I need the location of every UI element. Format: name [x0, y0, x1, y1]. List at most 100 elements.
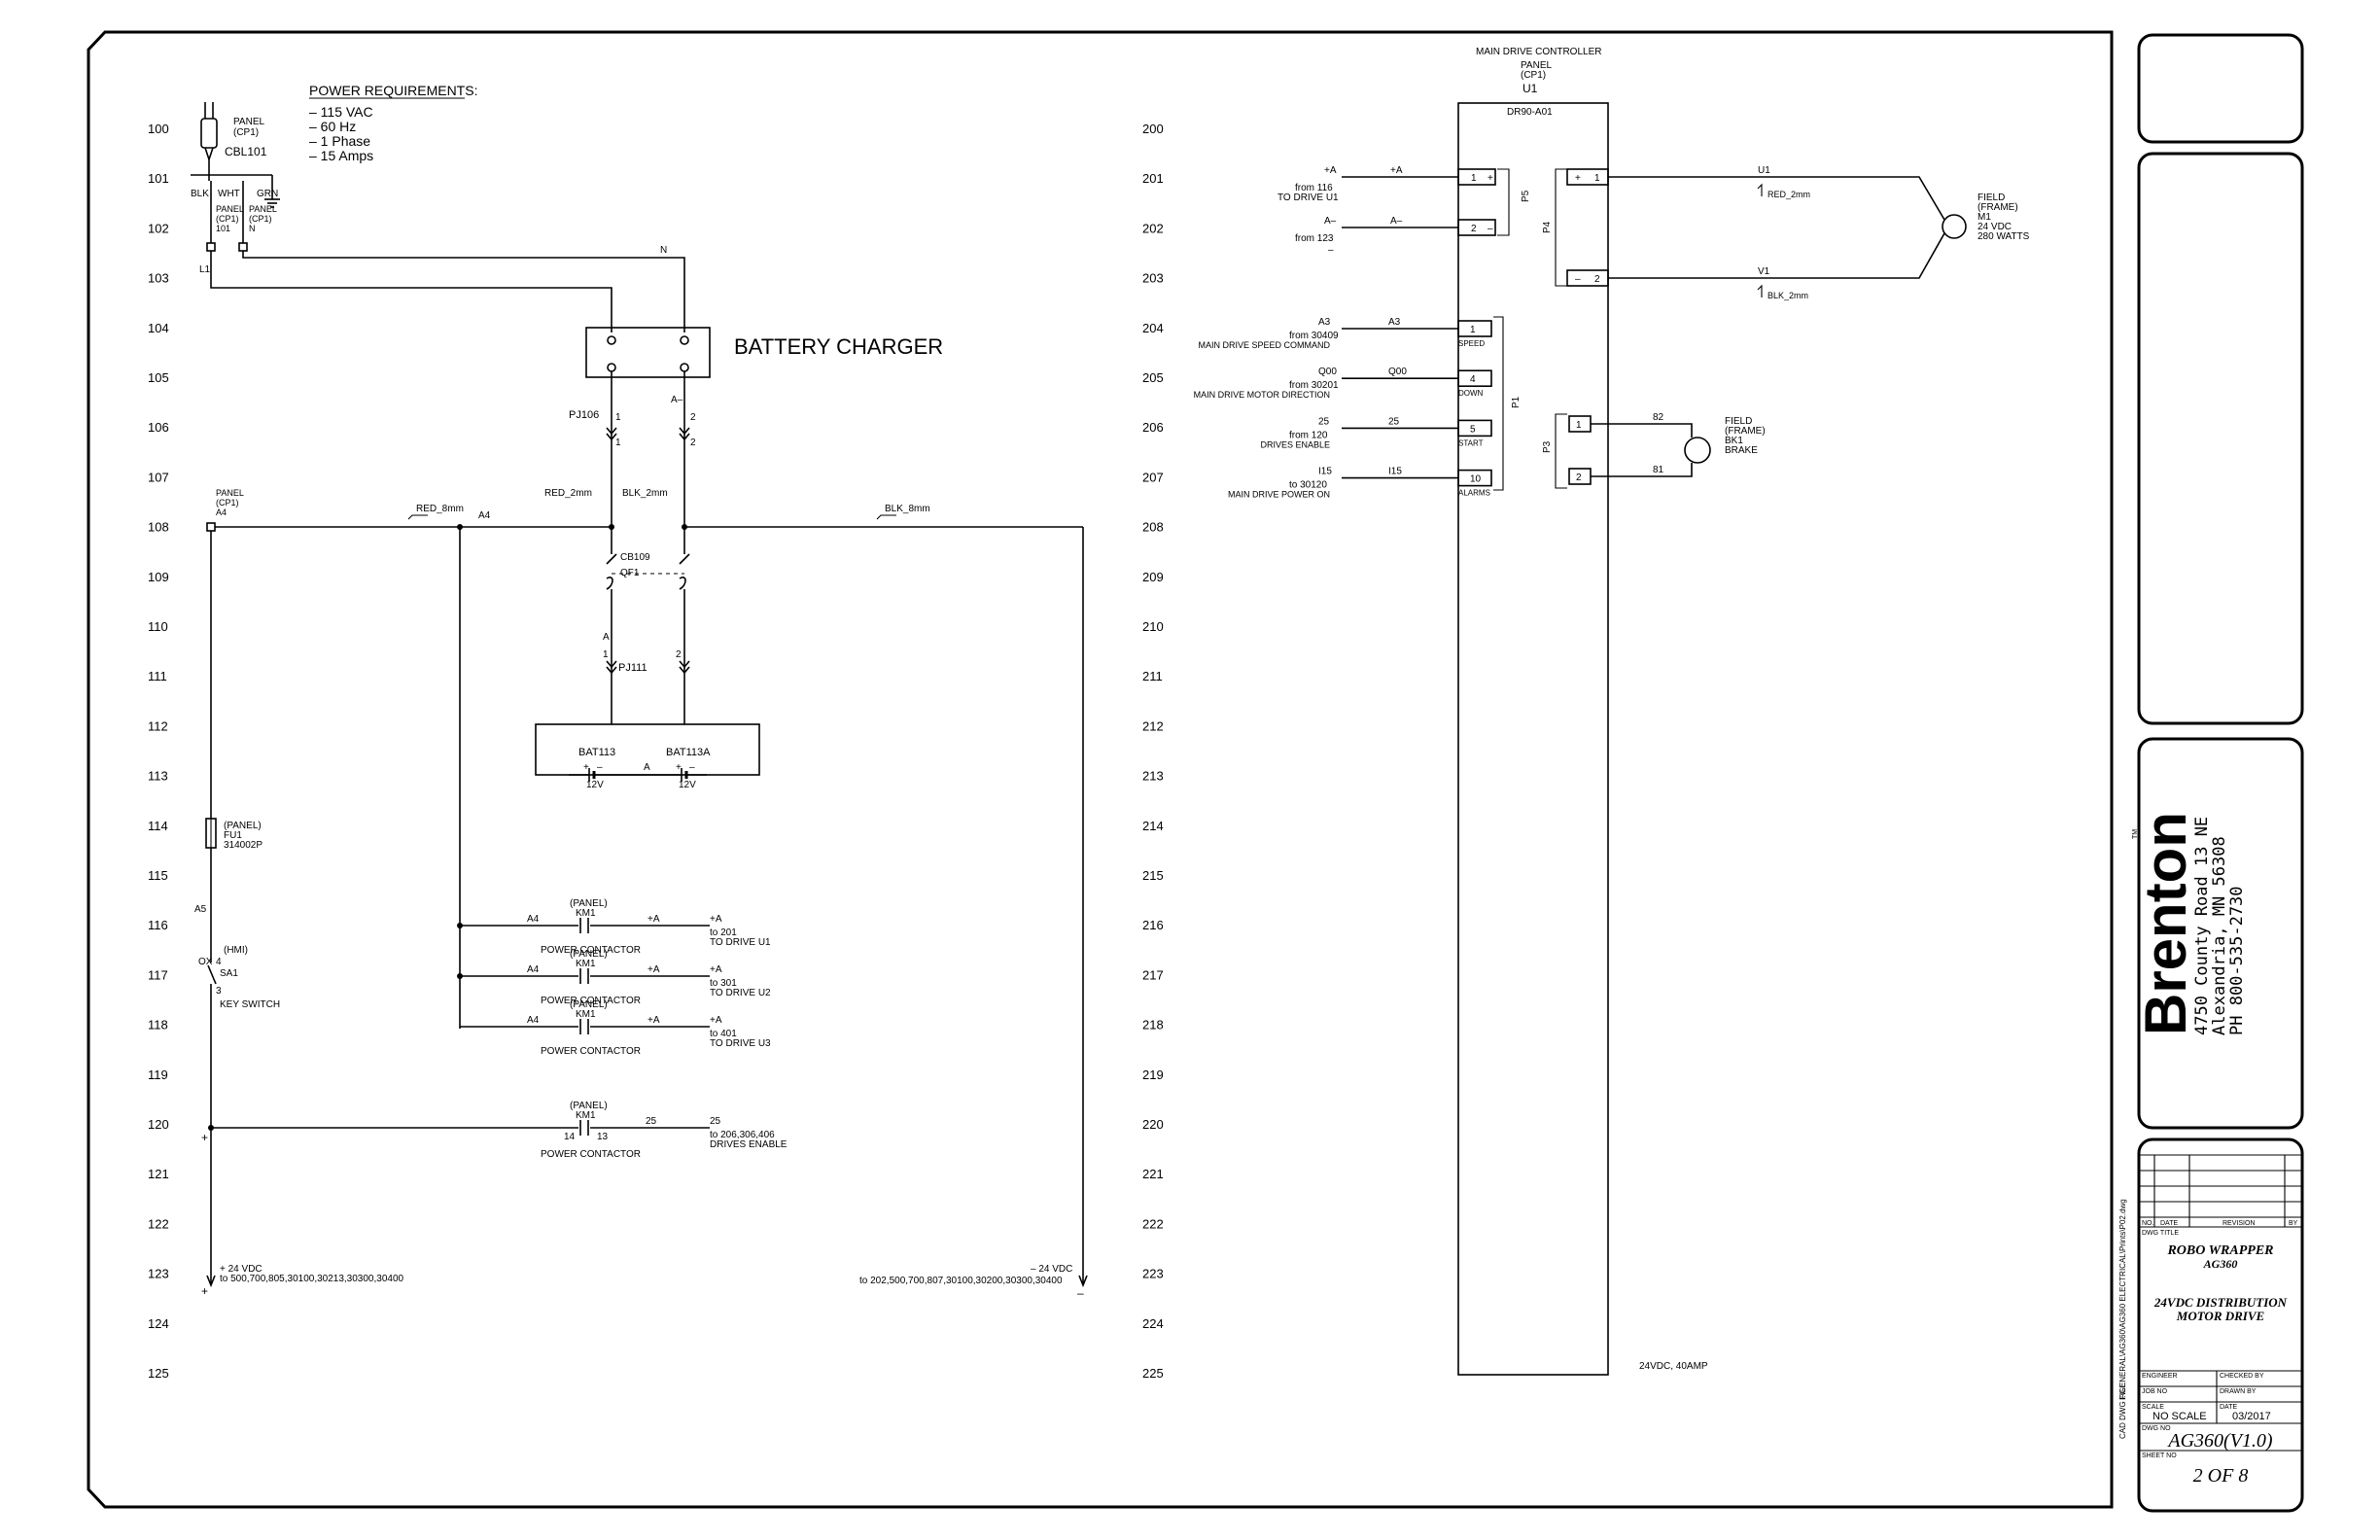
svg-text:1: 1	[615, 412, 621, 423]
svg-text:(CP1): (CP1)	[216, 214, 239, 224]
svg-text:1: 1	[1594, 173, 1600, 184]
rung-number: 204	[1142, 321, 1164, 335]
svg-text:24VDC, 40AMP: 24VDC, 40AMP	[1639, 1361, 1708, 1372]
svg-text:DATE: DATE	[2220, 1404, 2237, 1411]
svg-text:TO DRIVE U2: TO DRIVE U2	[710, 988, 771, 998]
battery-cell-icon	[569, 768, 707, 782]
svg-text:TM: TM	[2132, 829, 2139, 839]
rung-number: 103	[148, 271, 169, 286]
svg-text:(FRAME): (FRAME)	[1725, 426, 1766, 437]
rung-number: 123	[148, 1267, 169, 1281]
power-req-title: POWER REQUIREMENTS:	[309, 83, 477, 98]
motor-m1-icon	[1942, 214, 1967, 239]
svg-text:(PANEL): (PANEL)	[570, 949, 608, 960]
svg-text:A–: A–	[671, 395, 683, 405]
title-block-notes-panel	[2137, 152, 2304, 725]
svg-text:+: +	[201, 1131, 208, 1144]
right-circuit: MAIN DRIVE CONTROLLER PANEL (CP1) U1 DR9…	[1194, 47, 2030, 1376]
rung-number: 101	[148, 171, 169, 186]
title-block: Brenton 4750 County Road 13 NE Alexandri…	[2118, 33, 2304, 1513]
svg-text:REVISION: REVISION	[2222, 1220, 2255, 1227]
svg-text:2: 2	[1471, 224, 1477, 234]
svg-text:M1: M1	[1978, 212, 1991, 223]
rung-number: 114	[148, 819, 168, 833]
cable-label: CBL101	[225, 145, 267, 158]
svg-text:(HMI): (HMI)	[224, 945, 248, 956]
svg-text:DR90-A01: DR90-A01	[1507, 107, 1553, 118]
svg-text:to 201: to 201	[710, 928, 737, 938]
svg-text:–: –	[597, 762, 603, 773]
rung-number: 118	[148, 1018, 168, 1032]
rung-number: 108	[148, 520, 169, 535]
p1-pin-number: 10	[1470, 474, 1482, 485]
svg-text:FIELD: FIELD	[1978, 192, 2005, 203]
svg-text:BLK: BLK	[191, 189, 209, 199]
svg-text:+A: +A	[648, 914, 660, 925]
rung-number: 202	[1142, 221, 1164, 235]
svg-text:KEY SWITCH: KEY SWITCH	[220, 999, 280, 1010]
rung-number: 201	[1142, 171, 1164, 186]
rung-number: 222	[1142, 1216, 1164, 1231]
svg-text:OX: OX	[198, 957, 213, 967]
svg-text:P1: P1	[1511, 396, 1522, 408]
svg-text:12V: 12V	[586, 780, 604, 790]
svg-text:280 WATTS: 280 WATTS	[1978, 231, 2030, 242]
rung-number: 220	[1142, 1117, 1164, 1132]
svg-text:–: –	[689, 762, 695, 773]
svg-text:SHEET NO: SHEET NO	[2142, 1452, 2177, 1459]
svg-text:RED_2mm: RED_2mm	[1768, 190, 1810, 199]
p1-description: MAIN DRIVE MOTOR DIRECTION	[1194, 390, 1330, 400]
rung-number: 122	[148, 1216, 169, 1231]
company-logo: Brenton	[2133, 812, 2198, 1035]
rung-number: 107	[148, 470, 169, 484]
rung-number: 200	[1142, 122, 1164, 136]
circuit-breaker-pole-2-icon	[679, 530, 690, 632]
p1-from: to 30120	[1289, 480, 1327, 491]
svg-text:+: +	[1488, 173, 1493, 184]
revision-table: NO. DATE REVISION BY	[2139, 1154, 2302, 1228]
p1-terminal: A3	[1318, 317, 1331, 328]
rung-number: 105	[148, 370, 169, 385]
p1-terminal: Q00	[1318, 367, 1337, 377]
svg-text:to 401: to 401	[710, 1029, 737, 1039]
svg-text:A4: A4	[527, 914, 540, 925]
rung-number: 216	[1142, 918, 1164, 932]
p1-from: from 120	[1289, 430, 1328, 440]
rung-number: 113	[148, 769, 168, 784]
rung-number: 106	[148, 420, 169, 435]
svg-text:1: 1	[1471, 173, 1477, 184]
svg-text:A4: A4	[216, 508, 227, 517]
p1-pin-number: 1	[1470, 325, 1476, 335]
svg-text:N: N	[249, 224, 256, 233]
svg-text:+A: +A	[648, 964, 660, 975]
rung-number: 225	[1142, 1366, 1164, 1381]
svg-text:+A: +A	[710, 964, 722, 975]
svg-text:PANEL: PANEL	[249, 204, 277, 214]
svg-text:24 VDC: 24 VDC	[1978, 222, 2012, 232]
date-value: 03/2017	[2232, 1411, 2271, 1422]
svg-text:BAT113A: BAT113A	[666, 747, 711, 758]
svg-text:QF1: QF1	[620, 568, 640, 578]
p1-pin-number: 4	[1470, 374, 1476, 385]
battery-charger-label: BATTERY CHARGER	[734, 334, 943, 359]
svg-text:to 301: to 301	[710, 978, 737, 989]
svg-text:BLK_2mm: BLK_2mm	[1768, 291, 1808, 300]
p1-wire-label: Q00	[1388, 367, 1407, 377]
rung-number: 124	[148, 1316, 169, 1331]
svg-text:A: A	[644, 762, 650, 773]
svg-text:A–: A–	[1324, 216, 1337, 227]
svg-text:4750 County Road 13 NE: 4750 County Road 13 NE	[2192, 817, 2212, 1035]
cb109-label: CB109	[620, 552, 650, 563]
p4-pin-2	[1566, 269, 1609, 287]
svg-text:A4: A4	[478, 510, 491, 521]
scale-value: NO SCALE	[2152, 1411, 2207, 1422]
ground-icon	[264, 198, 280, 208]
left-circuit: PANEL (CP1) CBL101 BLK WHT GRN PANEL (CP…	[191, 102, 1088, 1300]
svg-text:+A: +A	[1390, 165, 1403, 176]
svg-text:CAD DWG FILE: CAD DWG FILE	[2118, 1382, 2127, 1439]
svg-text:A4: A4	[527, 1015, 540, 1026]
main-drive-controller-box	[1457, 102, 1609, 1376]
key-switch-sa1-icon	[207, 945, 217, 1128]
svg-text:to 202,500,700,807,30100,30200: to 202,500,700,807,30100,30200,30300,304…	[859, 1276, 1063, 1286]
